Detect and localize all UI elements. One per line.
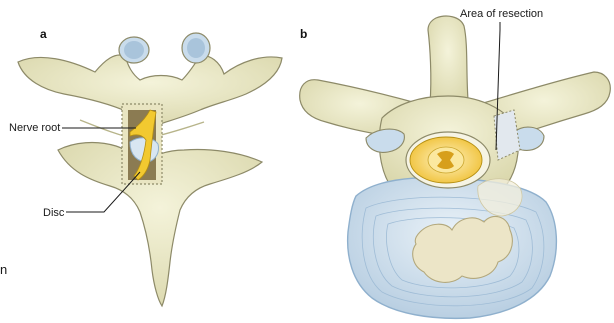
spinous-process-b <box>428 16 468 104</box>
panel-label-a: a <box>40 28 47 40</box>
left-facet-inner-a <box>124 41 144 59</box>
edge-text-fragment: n <box>0 263 7 276</box>
right-facet-inner-a <box>187 38 205 58</box>
panel-b-vertebra <box>300 16 611 318</box>
nerve-root-label: Nerve root <box>9 123 60 134</box>
area-of-resection-label: Area of resection <box>460 9 543 20</box>
panel-a-vertebrae <box>18 33 282 306</box>
disc-label: Disc <box>43 208 64 219</box>
panel-label-b: b <box>300 28 307 40</box>
